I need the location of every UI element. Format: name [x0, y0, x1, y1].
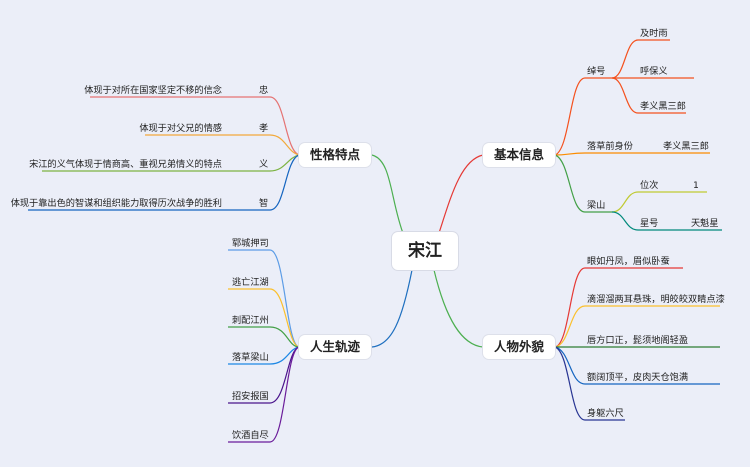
link-former — [554, 152, 710, 156]
appearance-5[interactable]: 身躯六尺 — [587, 408, 624, 419]
link-app-2 — [554, 305, 720, 348]
rank-value[interactable]: 1 — [693, 180, 699, 191]
link-app-5 — [554, 346, 625, 421]
trait-desc-righteous[interactable]: 宋江的义气体现于情商高、重视兄弟情义的特点 — [29, 159, 222, 170]
link-righteous — [42, 154, 300, 172]
link-nick-1 — [611, 39, 670, 79]
appearance-3[interactable]: 唇方口正，髭须地阁轻盈 — [587, 335, 689, 346]
link-app-4 — [554, 346, 720, 385]
branch-character-traits[interactable]: 性格特点 — [299, 143, 371, 167]
root-topic[interactable]: 宋江 — [392, 232, 458, 270]
appearance-2[interactable]: 滴溜溜两耳悬珠，明皎皎双睛点漆 — [587, 294, 725, 305]
link-life-2 — [228, 288, 300, 348]
trait-key-righteous[interactable]: 义 — [259, 159, 269, 170]
life-event-5[interactable]: 招安报国 — [232, 391, 269, 402]
link-life-6 — [228, 346, 300, 443]
link-liangshan — [554, 154, 612, 213]
link-nick — [554, 77, 612, 156]
life-event-6[interactable]: 饮酒自尽 — [232, 430, 269, 441]
link-root-appearance — [433, 269, 484, 348]
link-wise — [28, 154, 300, 211]
branch-appearance[interactable]: 人物外貌 — [483, 335, 555, 359]
link-root-life — [371, 269, 413, 348]
life-event-1[interactable]: 郓城押司 — [232, 238, 269, 249]
link-life-1 — [228, 249, 300, 348]
nickname-value-2[interactable]: 呼保义 — [640, 66, 668, 77]
link-root-basic — [437, 154, 484, 237]
life-event-2[interactable]: 逃亡江湖 — [232, 277, 269, 288]
link-root-character — [371, 154, 405, 237]
star-label[interactable]: 星号 — [640, 218, 659, 229]
branch-life-trajectory[interactable]: 人生轨迹 — [299, 335, 371, 359]
trait-desc-wise[interactable]: 体现于靠出色的智谋和组织能力取得历次战争的胜利 — [10, 198, 222, 209]
link-loyal — [90, 96, 300, 156]
trait-key-wise[interactable]: 智 — [259, 198, 269, 209]
life-event-4[interactable]: 落草梁山 — [232, 352, 269, 363]
link-filial — [145, 134, 300, 156]
star-value[interactable]: 天魁星 — [691, 218, 719, 229]
trait-key-filial[interactable]: 孝 — [259, 123, 269, 134]
link-app-1 — [554, 267, 683, 348]
rank-label[interactable]: 位次 — [640, 180, 659, 191]
trait-desc-loyal[interactable]: 体现于对所在国家坚定不移的信念 — [84, 85, 222, 96]
former-identity-label[interactable]: 落草前身份 — [587, 141, 633, 152]
appearance-4[interactable]: 额阔顶平，皮肉天仓饱满 — [587, 372, 689, 383]
link-life-3 — [228, 326, 300, 348]
link-star — [611, 211, 722, 231]
branch-basic-info[interactable]: 基本信息 — [483, 143, 555, 167]
nickname-label[interactable]: 绰号 — [587, 66, 606, 77]
link-life-4 — [228, 346, 300, 365]
life-event-3[interactable]: 刺配江州 — [232, 315, 269, 326]
liangshan-label[interactable]: 梁山 — [587, 200, 606, 211]
appearance-1[interactable]: 眼如丹凤，眉似卧蚕 — [587, 256, 670, 267]
trait-key-loyal[interactable]: 忠 — [259, 85, 269, 96]
former-identity-value[interactable]: 孝义黑三郎 — [663, 141, 709, 152]
link-rank — [611, 191, 707, 213]
nickname-value-1[interactable]: 及时雨 — [640, 28, 668, 39]
nickname-value-3[interactable]: 孝义黑三郎 — [640, 101, 686, 112]
trait-desc-filial[interactable]: 体现于对父兄的情感 — [139, 123, 222, 134]
link-nick-3 — [611, 77, 686, 114]
